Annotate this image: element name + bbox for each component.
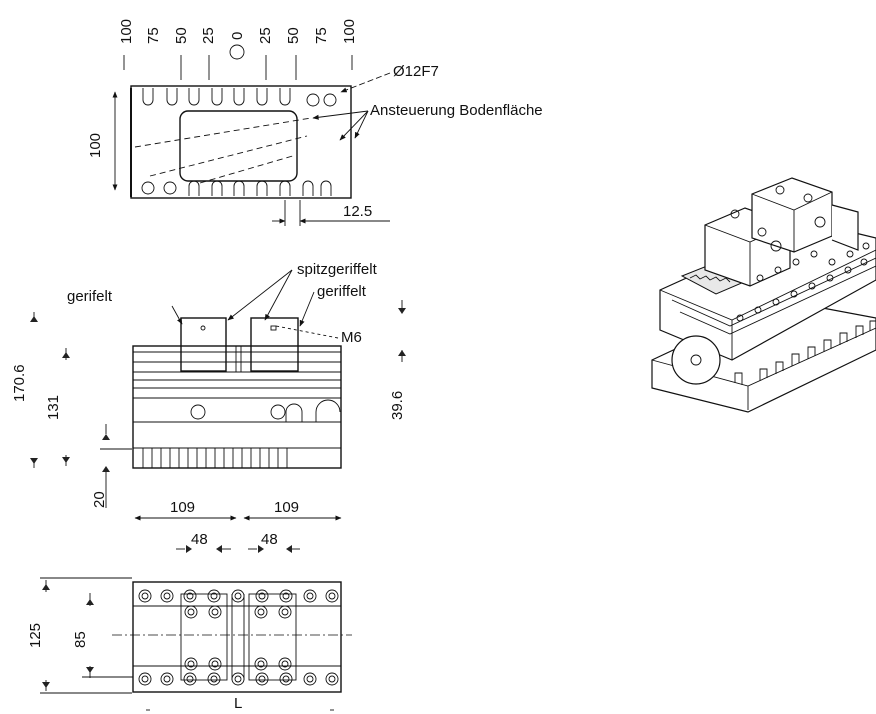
overall-height-label: 170.6 (11, 364, 28, 402)
bottom-plate-outline (132, 581, 342, 693)
left-jaw (180, 317, 227, 372)
iso-bolts (730, 185, 870, 322)
outer-width-label: 125 (27, 623, 44, 648)
hole-label-r75: 75 (313, 27, 330, 44)
hole-label-r25: 25 (257, 27, 274, 44)
front-view: gerifelt spitzgeriffelt geriffelt M6 (11, 261, 406, 553)
top-view: 100 75 50 25 0 25 50 75 100 (87, 19, 543, 226)
hole-label-r100: 100 (341, 19, 358, 44)
hole-label-l25: 25 (200, 27, 217, 44)
iso-slots (734, 320, 876, 410)
hole-position-labels: 100 75 50 25 0 25 50 75 100 (118, 19, 358, 44)
bottom-view: 125 85 L (27, 577, 352, 712)
bolt-row-bottom (138, 657, 339, 686)
thread-callout: M6 (341, 329, 362, 346)
inner-width-label: 85 (72, 631, 89, 648)
zero-marker-circle (229, 44, 245, 60)
central-pocket (179, 110, 298, 182)
hole-label-r50: 50 (285, 27, 302, 44)
jaw-height-label: 39.6 (389, 391, 406, 420)
left-jaw-note: gerifelt (67, 288, 113, 305)
center-jaw-note: spitzgeriffelt (297, 261, 378, 278)
bolt-row-top (138, 589, 339, 619)
right-width-label: 109 (274, 499, 299, 516)
vise-body (132, 345, 342, 469)
body-grooves (133, 351, 341, 449)
base-teeth (142, 448, 288, 468)
body-height-label: 131 (45, 395, 62, 420)
hole-label-0: 0 (229, 32, 246, 40)
surface-note: Ansteuerung Bodenfläche (370, 102, 543, 119)
hole-label-l100: 100 (118, 19, 135, 44)
right-jaw-note: geriffelt (317, 283, 367, 300)
hole-label-l75: 75 (145, 27, 162, 44)
right-jaw-width-label: 48 (261, 531, 278, 548)
length-label: L (234, 695, 242, 712)
hole-label-l50: 50 (173, 27, 190, 44)
vise-isometric-icon (651, 177, 876, 413)
pitch-dim-label: 12.5 (343, 203, 372, 220)
left-width-label: 109 (170, 499, 195, 516)
hole-callout: Ø12F7 (393, 63, 439, 80)
top-slot-row (142, 88, 337, 107)
base-height-label: 20 (91, 491, 108, 508)
left-jaw-width-label: 48 (191, 531, 208, 548)
right-jaw (250, 317, 299, 372)
dashed-leaders (134, 117, 312, 184)
extension-lines (123, 55, 353, 80)
bottom-slot-row (141, 180, 332, 196)
height-dim-label: 100 (87, 133, 104, 158)
